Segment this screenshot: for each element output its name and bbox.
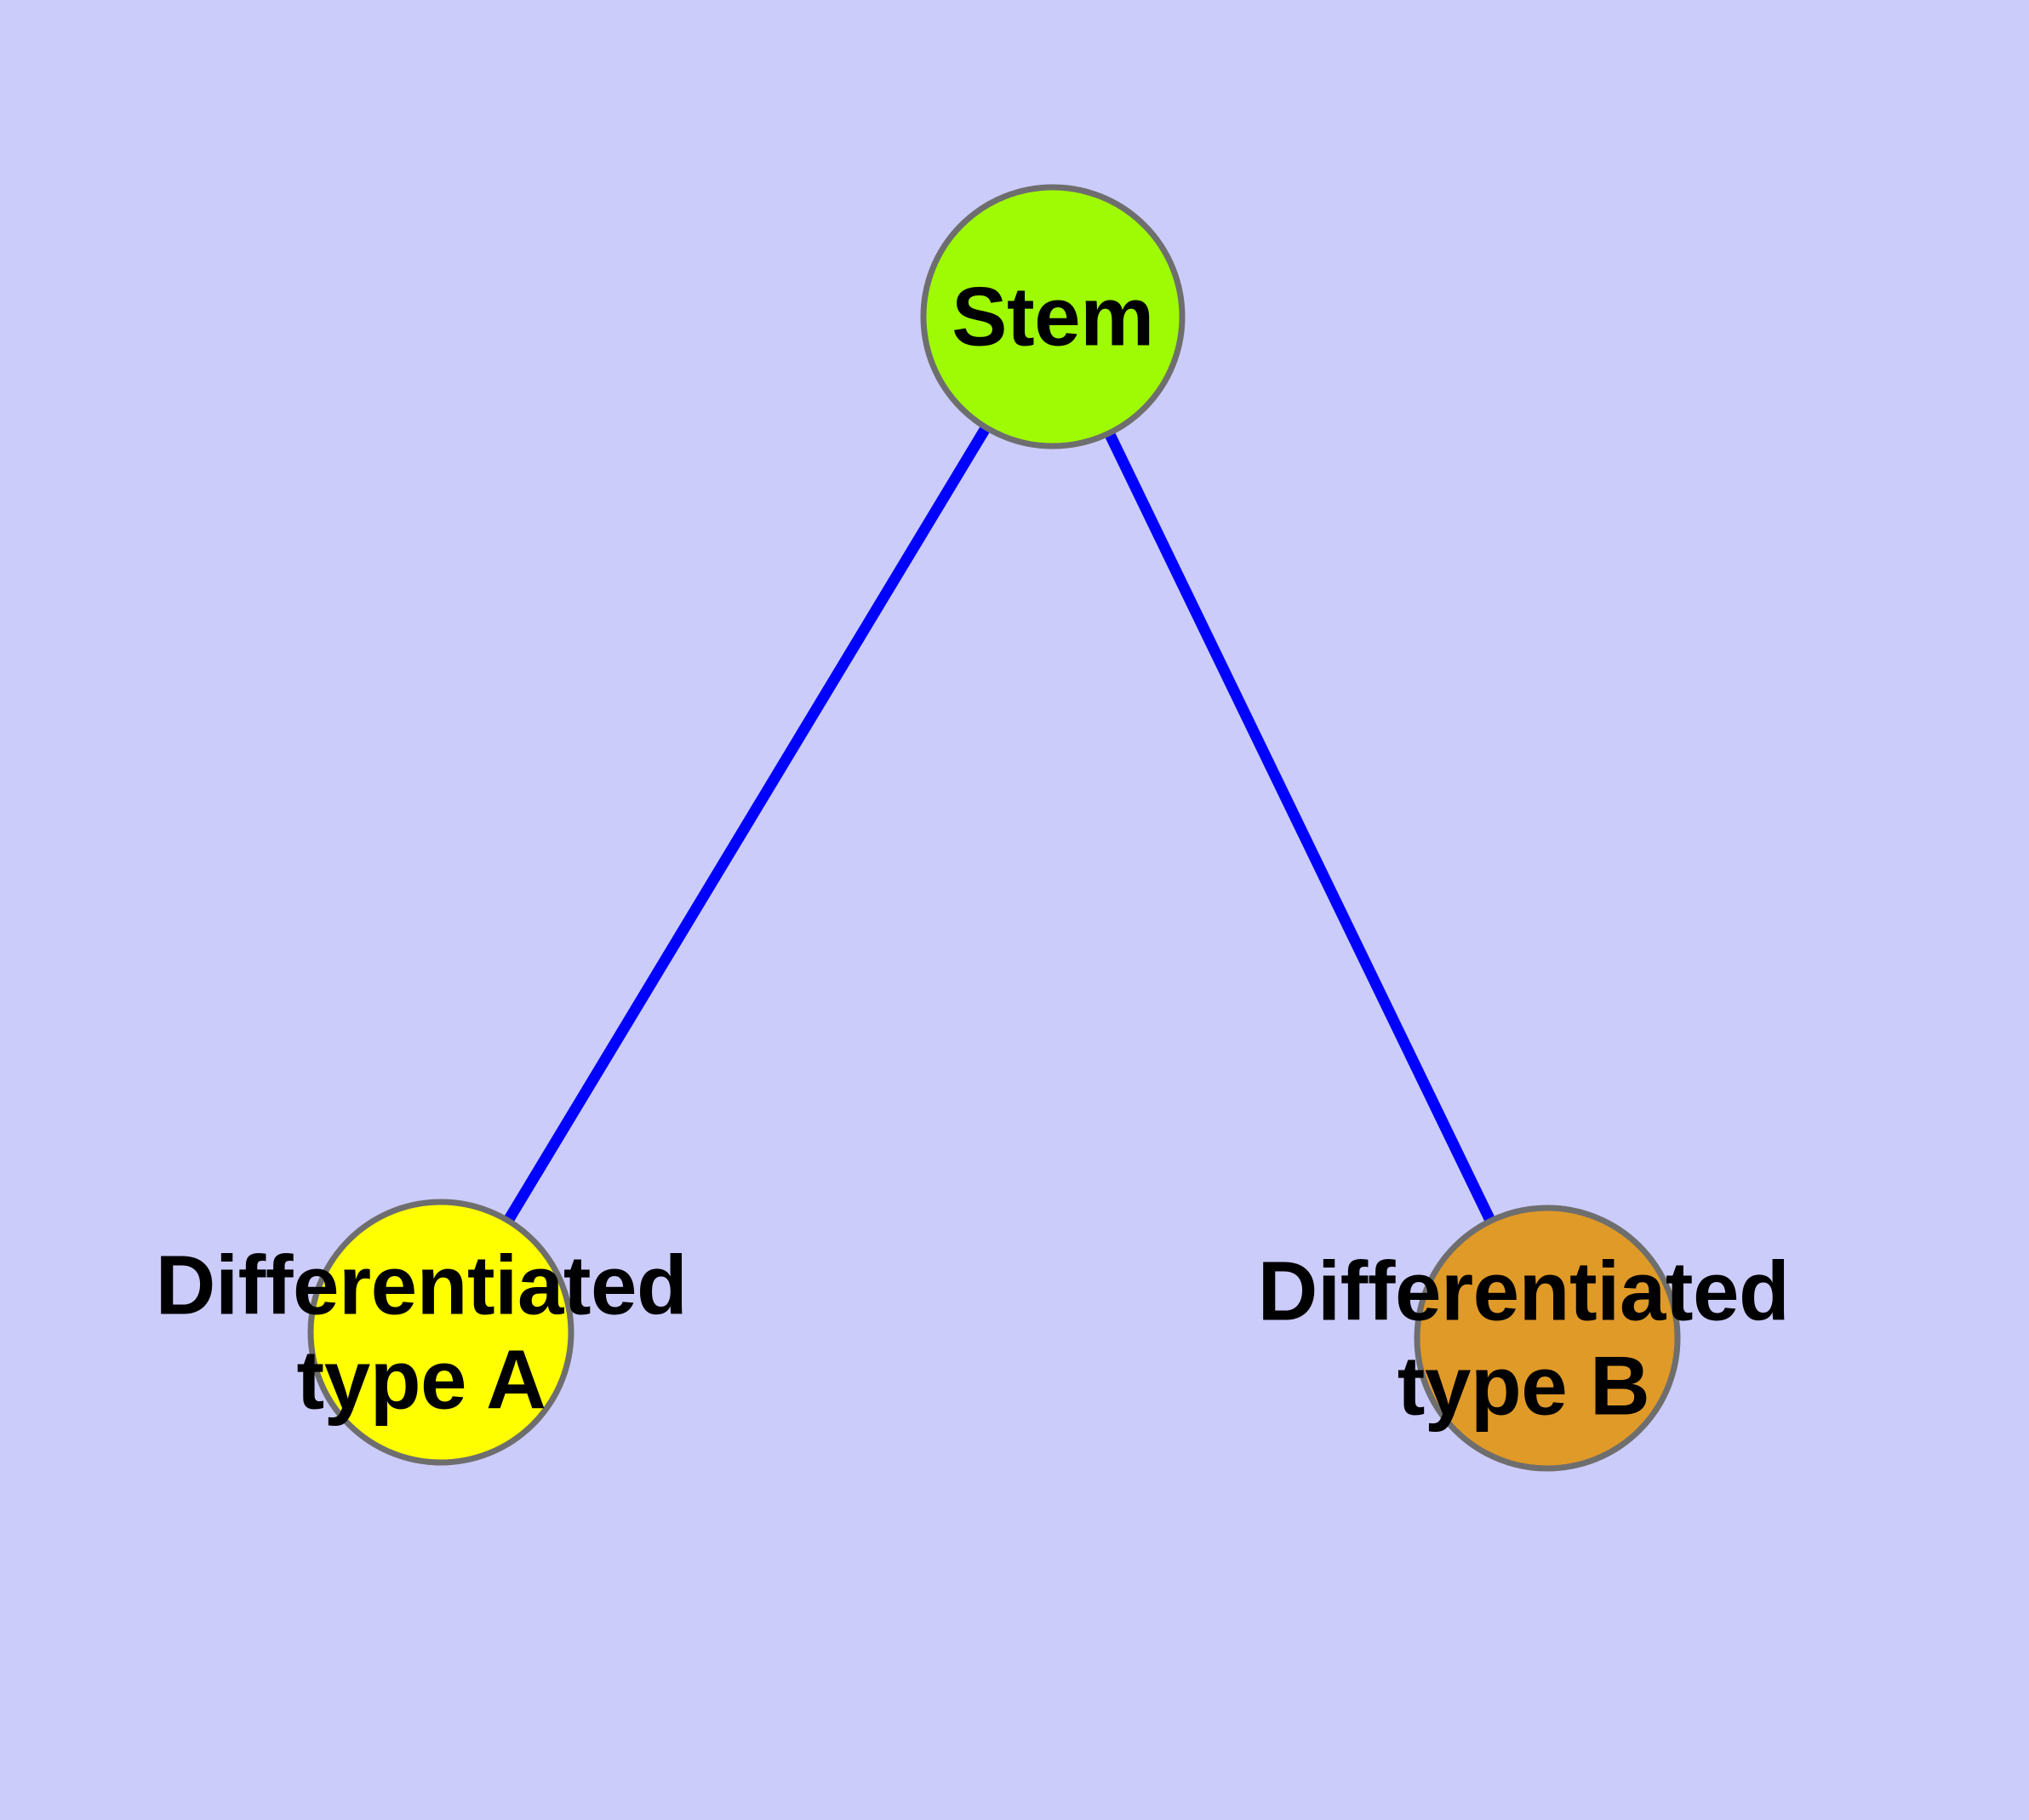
node-diff_a[interactable] xyxy=(307,1199,574,1466)
node-stem[interactable] xyxy=(920,184,1186,449)
edge-stem-to-diff_a[interactable] xyxy=(436,313,1058,1336)
nodes-layer xyxy=(307,184,1681,1472)
edges-layer xyxy=(436,313,1552,1341)
node-diff_b[interactable] xyxy=(1414,1205,1681,1472)
edge-stem-to-diff_b[interactable] xyxy=(1048,314,1552,1341)
